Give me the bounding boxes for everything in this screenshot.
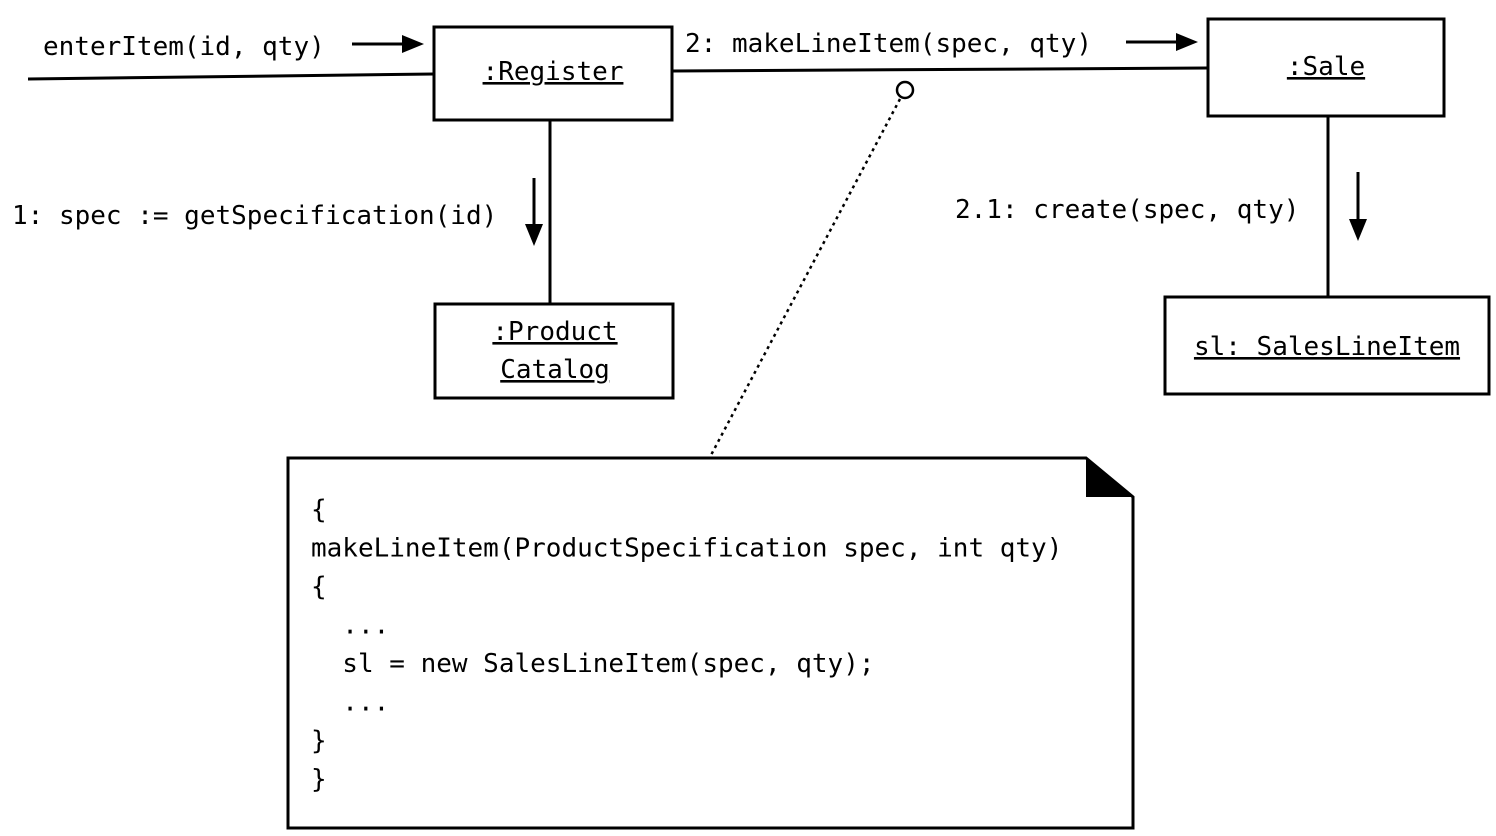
link-register-sale bbox=[671, 66, 1209, 73]
product-catalog-label-line1: :Product bbox=[492, 317, 617, 347]
arrow-get-specification bbox=[525, 178, 543, 246]
message-enter-item: enterItem(id, qty) bbox=[43, 32, 325, 62]
sale-label: :Sale bbox=[1287, 52, 1365, 82]
note-code-line: sl = new SalesLineItem(spec, qty); bbox=[311, 649, 875, 679]
message-make-line-item: 2: makeLineItem(spec, qty) bbox=[685, 29, 1092, 59]
product-catalog-object[interactable]: :Product Catalog bbox=[433, 302, 675, 400]
link-actor-register bbox=[27, 72, 435, 81]
note-anchor-circle bbox=[895, 80, 915, 100]
note-code-line: { bbox=[311, 572, 327, 602]
message-get-specification: 1: spec := getSpecification(id) bbox=[12, 201, 497, 231]
arrow-make-line-item bbox=[1126, 33, 1198, 51]
note-code-line: ... bbox=[311, 688, 389, 718]
register-label: :Register bbox=[483, 57, 624, 87]
note-folded-corner bbox=[1086, 458, 1133, 497]
arrow-enter-item bbox=[352, 35, 424, 53]
note-code-lines: { makeLineItem(ProductSpecification spec,… bbox=[311, 495, 1062, 795]
register-object[interactable]: :Register bbox=[432, 25, 674, 122]
note-code-line: } bbox=[311, 726, 327, 756]
note-connector bbox=[708, 98, 902, 458]
sale-object[interactable]: :Sale bbox=[1206, 17, 1446, 118]
note-code-line: ... bbox=[311, 611, 389, 641]
sales-line-item-object[interactable]: sl: SalesLineItem bbox=[1163, 295, 1491, 396]
sales-line-item-label: sl: SalesLineItem bbox=[1194, 332, 1460, 362]
note-code-line: { bbox=[311, 495, 327, 525]
message-create: 2.1: create(spec, qty) bbox=[955, 195, 1299, 225]
note-code-line: makeLineItem(ProductSpecification spec, … bbox=[311, 534, 1062, 564]
arrow-create bbox=[1349, 172, 1367, 241]
note-code-line: } bbox=[311, 765, 327, 795]
code-note: { makeLineItem(ProductSpecification spec,… bbox=[286, 456, 1135, 830]
product-catalog-label-line2: Catalog bbox=[500, 355, 610, 385]
